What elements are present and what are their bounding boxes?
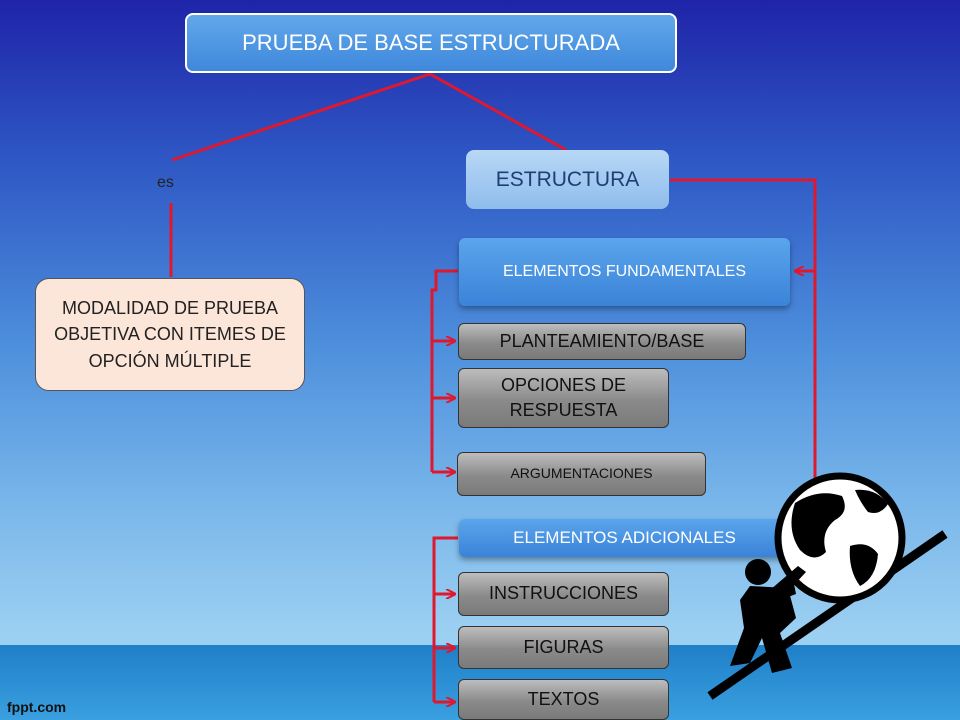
modalidad-text: MODALIDAD DE PRUEBA OBJETIVA CON ITEMES … (54, 298, 286, 371)
title-box: PRUEBA DE BASE ESTRUCTURADA (185, 13, 677, 73)
line-estructura-to-branches (670, 178, 817, 530)
instrucciones-text: INSTRUCCIONES (488, 583, 638, 604)
textos-box: TEXTOS (458, 679, 669, 720)
connector-label: es (157, 174, 174, 191)
estructura-box: ESTRUCTURA (466, 150, 669, 209)
adicionales-label: ELEMENTOS ADICIONALES (513, 528, 736, 547)
argumentaciones-text: ARGUMENTACIONES (510, 465, 653, 482)
estructura-text: ESTRUCTURA (495, 167, 640, 191)
footer-logo: fppt.com (7, 699, 67, 715)
sisyphus-pushing-globe-icon (707, 472, 948, 700)
line-adicionales-bracket (432, 536, 458, 702)
fundamentales-box: ELEMENTOS FUNDAMENTALES (459, 238, 790, 306)
line-title-to-es (171, 72, 431, 162)
argumentaciones-box: ARGUMENTACIONES (457, 452, 706, 496)
figuras-box: FIGURAS (458, 626, 669, 669)
figuras-text: FIGURAS (523, 636, 604, 657)
line-title-to-estructura (429, 72, 567, 152)
title-text: PRUEBA DE BASE ESTRUCTURADA (242, 30, 620, 55)
opciones-text: OPCIONES DE RESPUESTA (500, 374, 627, 420)
planteamiento-text: PLANTEAMIENTO/BASE (499, 330, 705, 351)
line-fundamentales-bracket (430, 269, 458, 472)
adicionales-box: ELEMENTOS ADICIONALES (459, 519, 790, 557)
modalidad-box: MODALIDAD DE PRUEBA OBJETIVA CON ITEMES … (35, 278, 305, 391)
textos-text: TEXTOS (527, 688, 600, 709)
planteamiento-box: PLANTEAMIENTO/BASE (458, 323, 746, 360)
instrucciones-box: INSTRUCCIONES (458, 572, 669, 616)
fundamentales-label: ELEMENTOS FUNDAMENTALES (502, 263, 746, 280)
opciones-box: OPCIONES DE RESPUESTA (458, 368, 669, 428)
